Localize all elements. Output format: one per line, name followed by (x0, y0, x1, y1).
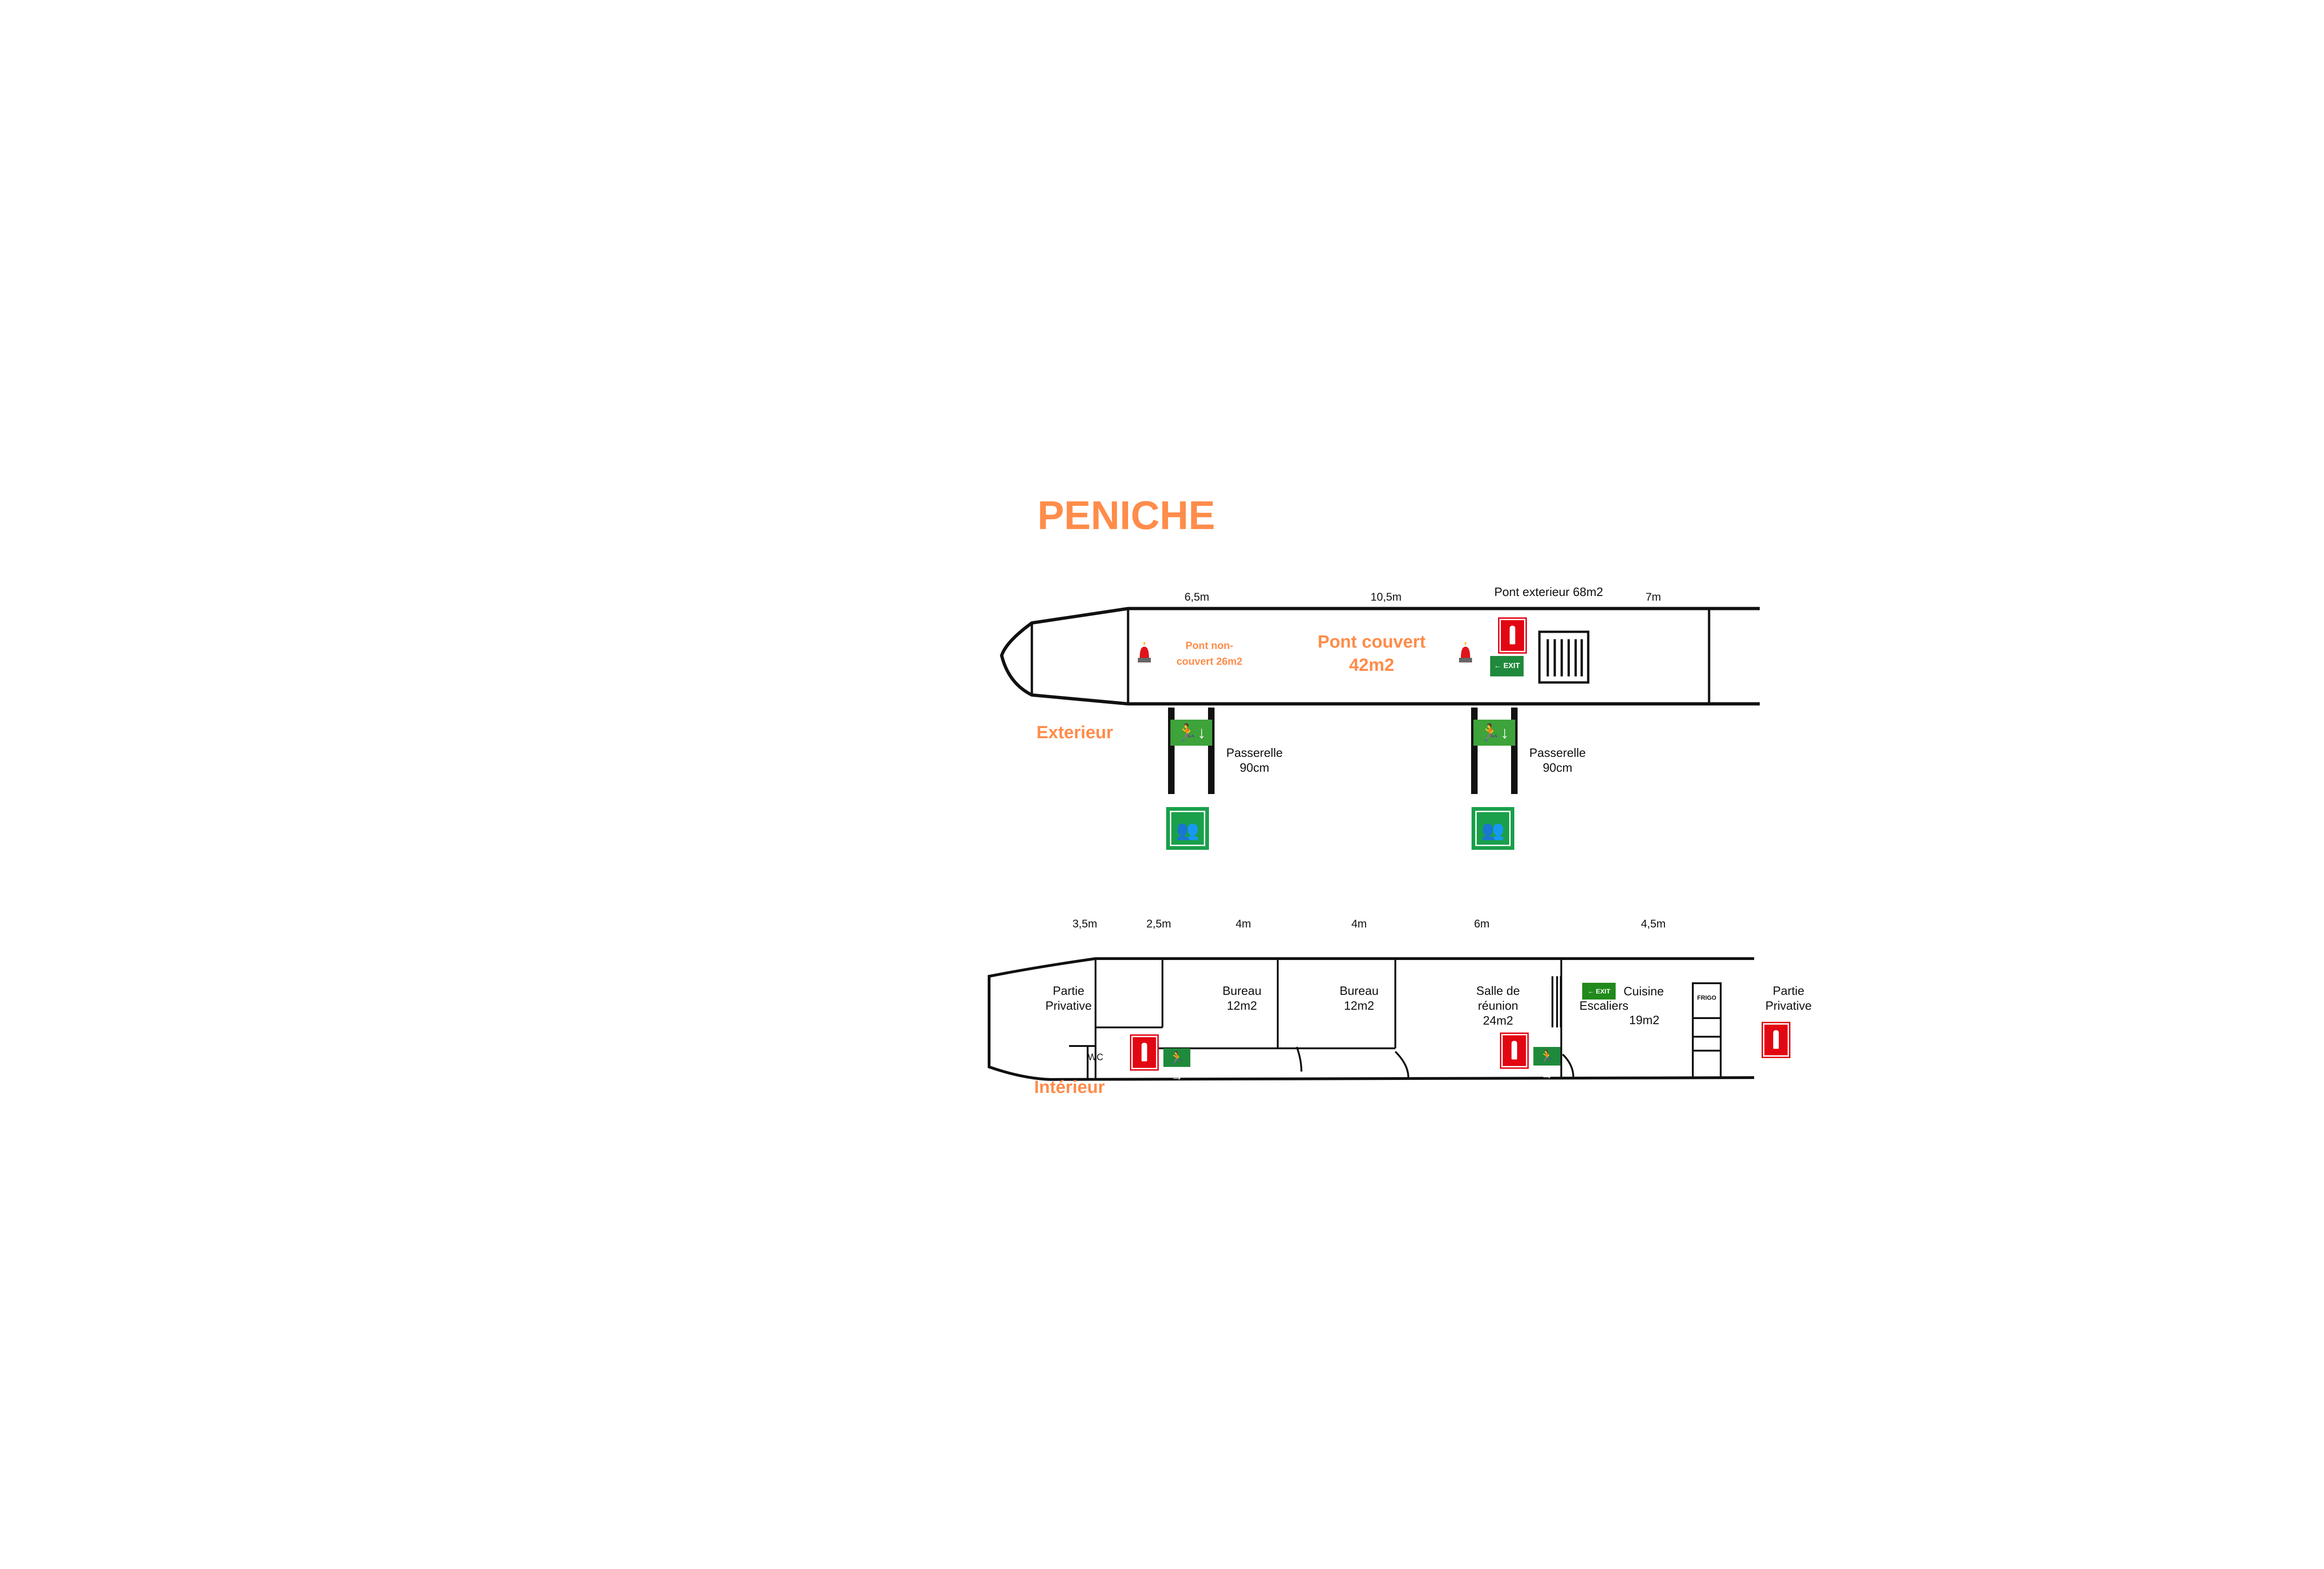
room-line: Partie (1773, 984, 1804, 998)
room-line: Bureau (1222, 984, 1261, 998)
fire-extinguisher-icon (1500, 1033, 1529, 1069)
exit-text: EXIT (1503, 662, 1520, 670)
assembly-point-icon: 👥 (1472, 807, 1514, 850)
room-line: réunion (1478, 999, 1519, 1013)
dimension-label: 4m (1351, 918, 1367, 930)
gangway-label: Passerelle 90cm (1529, 745, 1585, 775)
fire-extinguisher-icon (1498, 617, 1527, 654)
exit-arrow-right-icon: 🏃→ (1533, 1047, 1560, 1082)
room-line: 24m2 (1483, 1013, 1513, 1027)
exit-arrow-right-icon: 🏃→ (1163, 1048, 1190, 1083)
zone-line: couvert 26m2 (1176, 655, 1242, 667)
dimension-label: 10,5m (1370, 591, 1402, 603)
interior-hull (988, 957, 1755, 1081)
zone-uncovered-deck: Pont non- couvert 26m2 (1176, 638, 1242, 669)
room-kitchen-area: 19m2 (1629, 1013, 1660, 1027)
zone-line: Pont non- (1185, 640, 1234, 651)
fridge-label: FRIGO (1697, 994, 1717, 1001)
room-stairs-label: Escaliers (1579, 999, 1629, 1013)
room-line: Partie (1053, 984, 1084, 998)
fire-extinguisher-icon (1130, 1034, 1159, 1071)
room-line: Privative (1765, 999, 1812, 1013)
dimension-label: 6m (1474, 918, 1490, 930)
gangway-line: 90cm (1240, 761, 1269, 775)
exit-sign-icon: ← EXIT (1582, 983, 1616, 1000)
gangway-label: Passerelle 90cm (1226, 745, 1282, 775)
assembly-point-icon: 👥 (1166, 807, 1209, 850)
gangway-line: 90cm (1543, 761, 1572, 775)
room-kitchen-label: Cuisine (1624, 984, 1664, 998)
dimension-label: 2,5m (1146, 918, 1171, 930)
room-line: Privative (1045, 999, 1092, 1013)
exit-down-sign-icon: 🏃↓ (1170, 720, 1212, 746)
wc-label: WC (1088, 1052, 1103, 1063)
gangway-rails (1168, 708, 1518, 794)
exit-text: EXIT (1596, 987, 1611, 995)
alarm-beacon-icon (1138, 642, 1151, 662)
dimension-label: 4m (1235, 918, 1251, 930)
exit-sign-icon: ← EXIT (1490, 656, 1524, 676)
zone-covered-deck: Pont couvert 42m2 (1318, 630, 1426, 677)
fire-extinguisher-icon (1762, 1022, 1790, 1058)
deck-area-label: Pont exterieur 68m2 (1494, 585, 1604, 599)
zone-line: Pont couvert (1317, 632, 1426, 652)
dimension-label: 7m (1645, 591, 1661, 603)
dimension-label: 4,5m (1641, 918, 1666, 930)
exit-down-sign-icon: 🏃↓ (1473, 720, 1515, 746)
room-line: 12m2 (1227, 999, 1257, 1013)
page-title: PENICHE (1037, 493, 1215, 538)
zone-line: 42m2 (1349, 655, 1394, 675)
room-line: Salle de (1476, 984, 1520, 998)
gangway-line: Passerelle (1226, 746, 1283, 760)
section-label-interior: Intérieur (1034, 1078, 1105, 1097)
dimension-label: 3,5m (1072, 918, 1097, 930)
alarm-beacon-icon (1459, 642, 1472, 662)
gangway-line: Passerelle (1529, 746, 1586, 760)
room-line: 12m2 (1344, 999, 1374, 1013)
section-label-exterior: Exterieur (1037, 723, 1113, 742)
room-line: Bureau (1340, 984, 1379, 998)
dimension-label: 6,5m (1184, 591, 1209, 603)
exterior-hull (1000, 607, 1760, 706)
